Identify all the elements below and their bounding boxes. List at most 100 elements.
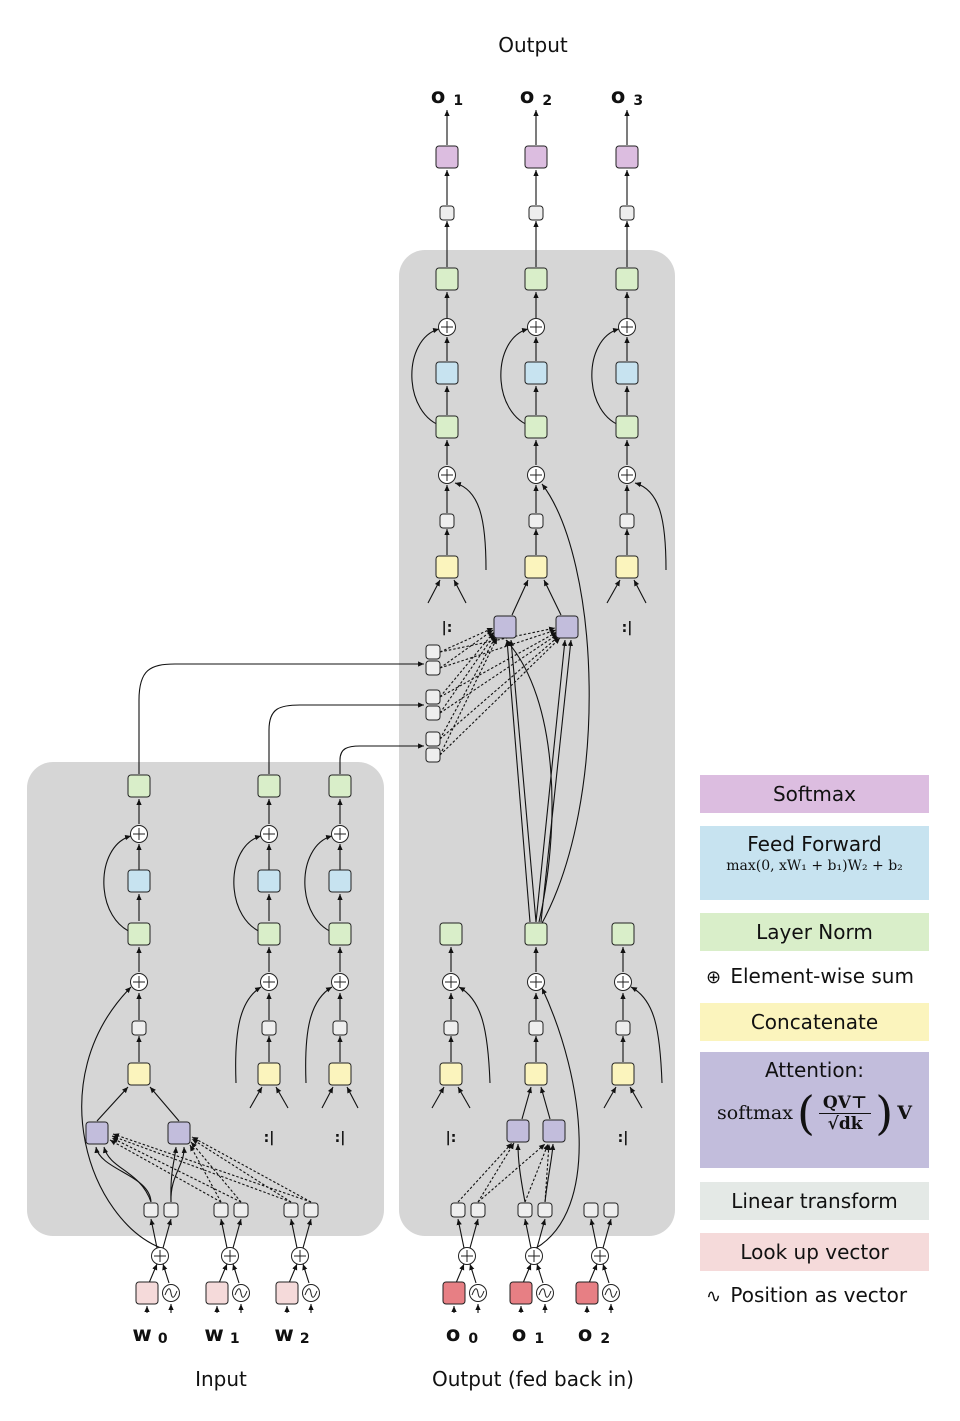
arrow bbox=[304, 835, 338, 935]
arrow bbox=[302, 1218, 312, 1249]
layer-norm-box bbox=[524, 922, 548, 946]
concat-more-icon: :| bbox=[622, 620, 633, 636]
input-caption: Input bbox=[195, 1367, 247, 1391]
linear-box bbox=[425, 660, 441, 676]
linear-box bbox=[619, 205, 635, 221]
feed-forward-box bbox=[524, 361, 548, 385]
lookup-box bbox=[205, 1281, 229, 1305]
sine-icon bbox=[538, 1288, 552, 1298]
feed-forward-box bbox=[615, 361, 639, 385]
linear-box bbox=[425, 731, 441, 747]
plus-icon bbox=[224, 1250, 236, 1262]
arrow bbox=[540, 483, 590, 926]
plus-icon bbox=[263, 976, 275, 988]
cross-attention-link bbox=[439, 627, 494, 653]
sine-icon bbox=[234, 1288, 248, 1298]
layer-norm-box bbox=[257, 922, 281, 946]
legend-attention: Attention: softmax ( QV⊤ √dk ) V bbox=[700, 1052, 929, 1168]
concat-more-icon: |: bbox=[446, 1130, 457, 1146]
feed-forward-box bbox=[328, 869, 352, 893]
linear-box bbox=[517, 1202, 533, 1218]
arrow bbox=[454, 482, 487, 571]
concat-box bbox=[127, 1062, 151, 1086]
linear-box bbox=[439, 205, 455, 221]
plus-icon bbox=[621, 321, 633, 333]
arrow bbox=[469, 1263, 477, 1284]
legend-softmax: Softmax bbox=[700, 775, 929, 813]
arrow bbox=[523, 1218, 532, 1249]
attention-fraction: QV⊤ √dk bbox=[818, 1093, 872, 1134]
cross-attention-link bbox=[439, 637, 498, 756]
arrow bbox=[634, 482, 667, 571]
arrow bbox=[218, 1263, 228, 1284]
arrow bbox=[602, 1263, 610, 1284]
attention-box bbox=[555, 615, 579, 639]
concat-box bbox=[257, 1062, 281, 1086]
lookup-box bbox=[135, 1281, 159, 1305]
arrow bbox=[521, 1086, 532, 1120]
arrow bbox=[458, 986, 491, 1084]
left-paren-icon: ( bbox=[796, 1086, 815, 1140]
arrow bbox=[603, 1086, 617, 1109]
legend-attention-label: Attention: bbox=[764, 1058, 865, 1082]
linear-box bbox=[425, 747, 441, 763]
linear-box bbox=[425, 689, 441, 705]
arrow bbox=[606, 579, 621, 604]
arrow bbox=[96, 1086, 129, 1122]
linear-box bbox=[615, 1020, 631, 1036]
arrow bbox=[591, 328, 625, 428]
layer-norm-box bbox=[435, 415, 459, 439]
concat-box bbox=[524, 555, 548, 579]
arrow bbox=[288, 1263, 298, 1284]
attention-link bbox=[111, 1137, 242, 1203]
legend-softmax-label: Softmax bbox=[772, 782, 857, 806]
legend-lookup-vector: Look up vector bbox=[700, 1233, 929, 1271]
decoder-panel bbox=[399, 250, 675, 1236]
plus-icon bbox=[133, 828, 145, 840]
plus-icon bbox=[621, 469, 633, 481]
arrow bbox=[170, 1146, 187, 1203]
concat-box bbox=[328, 1062, 352, 1086]
legend-concatenate-label: Concatenate bbox=[750, 1010, 879, 1034]
arrow bbox=[535, 639, 568, 923]
arrow bbox=[543, 579, 562, 616]
arrow bbox=[427, 579, 441, 604]
arrow bbox=[149, 1218, 158, 1249]
arrow bbox=[81, 986, 162, 1249]
linear-box bbox=[332, 1020, 348, 1036]
attention-box bbox=[542, 1119, 566, 1143]
attention-link bbox=[524, 1143, 549, 1203]
softmax-box bbox=[615, 145, 639, 169]
arrow bbox=[94, 1146, 152, 1203]
arrow bbox=[540, 1086, 551, 1120]
plus-icon bbox=[263, 828, 275, 840]
arrow bbox=[602, 1218, 612, 1249]
legend-feed-forward-formula: max(0, xW₁ + b₁)W₂ + b₂ bbox=[726, 858, 903, 874]
arrow bbox=[339, 743, 424, 774]
cross-attention-link bbox=[439, 629, 557, 669]
linear-box bbox=[619, 513, 635, 529]
arrow bbox=[102, 1146, 152, 1203]
plus-icon bbox=[441, 321, 453, 333]
linear-box bbox=[283, 1202, 299, 1218]
attention-formula-den: √dk bbox=[827, 1113, 863, 1134]
arrow bbox=[522, 1263, 532, 1284]
arrow bbox=[235, 986, 262, 1084]
arrow bbox=[508, 639, 537, 923]
arrow bbox=[232, 1218, 242, 1249]
attention-link bbox=[109, 1139, 222, 1203]
cross-attention-link bbox=[439, 629, 494, 669]
linear-box bbox=[537, 1202, 553, 1218]
cross-attention-link bbox=[439, 631, 495, 698]
attention-link bbox=[189, 1144, 222, 1203]
arrow bbox=[589, 1218, 598, 1249]
legend-linear-transform-label: Linear transform bbox=[731, 1189, 898, 1213]
arrow bbox=[453, 579, 467, 604]
arrow bbox=[540, 639, 573, 923]
lookup-box bbox=[275, 1281, 299, 1305]
concat-more-icon: :| bbox=[264, 1130, 275, 1146]
arrow bbox=[268, 702, 424, 774]
